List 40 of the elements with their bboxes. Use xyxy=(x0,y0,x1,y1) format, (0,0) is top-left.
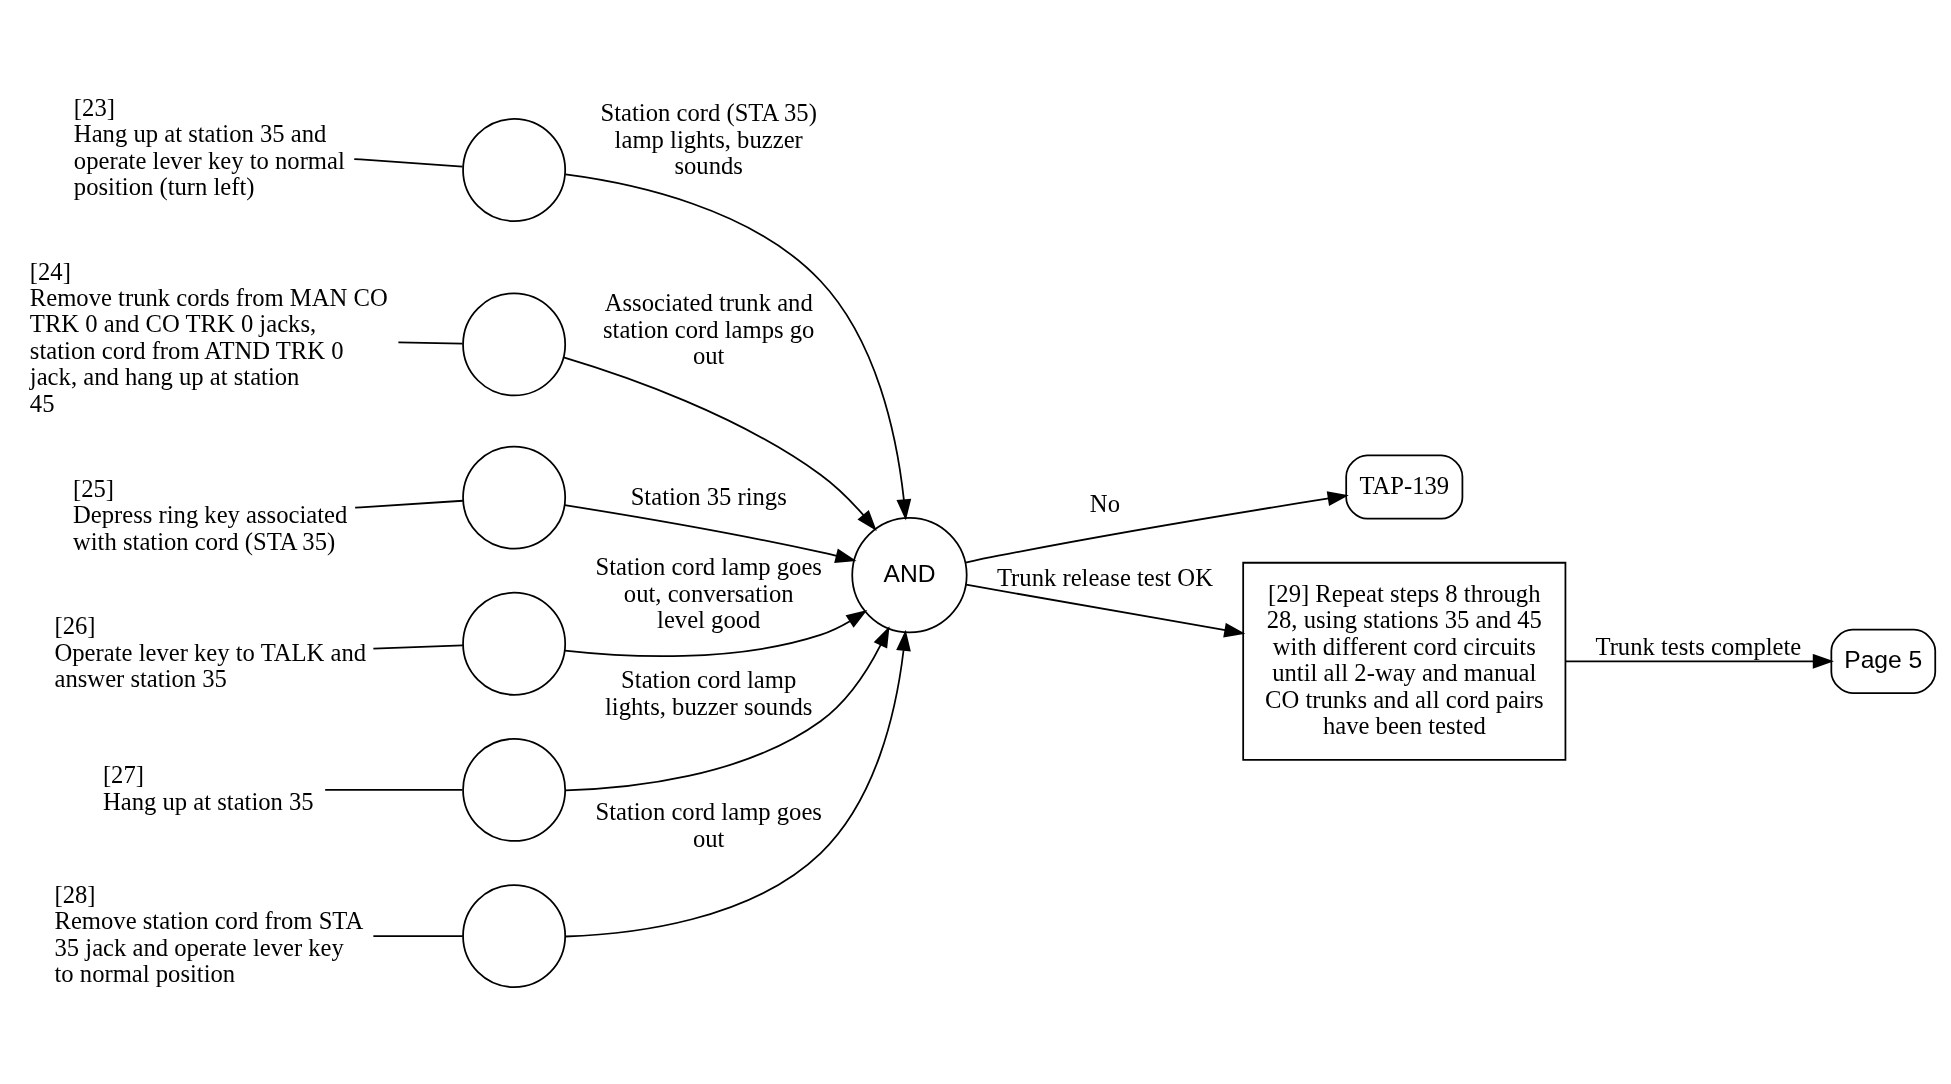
node-circle xyxy=(462,291,567,396)
node-text: [24] Remove trunk cords from MAN CO TRK 0 and CO TRK 0 jacks, station cord from ATND TRK 0 jack, and hang up at station 45 xyxy=(29,257,388,417)
node-text: [23] Hang up at station 35 and operate lever key to normal position (turn left) xyxy=(73,93,345,200)
node-circle xyxy=(462,445,567,550)
arrow xyxy=(964,490,1349,563)
node-circle: AND xyxy=(851,516,968,633)
node-circle xyxy=(462,117,567,222)
node-circle xyxy=(462,591,567,696)
node-text: [26] Operate lever key to TALK and answer station 35 xyxy=(54,611,367,692)
node-box: Page 5 xyxy=(1830,628,1937,694)
node-circle xyxy=(462,737,567,842)
node-text: [27] Hang up at station 35 xyxy=(102,760,314,815)
arrow xyxy=(965,583,1246,637)
edge-label: No xyxy=(1089,489,1120,517)
edge-label: Station cord lamp goes out xyxy=(595,797,822,852)
edge-label: Associated trunk and station cord lamps go out xyxy=(602,288,815,369)
arrow xyxy=(563,609,868,657)
arrow xyxy=(564,629,911,937)
connector xyxy=(324,788,464,791)
edge-label: Trunk tests complete xyxy=(1595,632,1802,660)
connector xyxy=(354,499,464,508)
edge-label: Station cord (STA 35) lamp lights, buzzer sounds xyxy=(600,98,817,179)
node-box: [29] Repeat steps 8 through 28, using stations 35 and 45 with different cord circuits until all 2-way and manual CO trunks and all cord pairs have been tested xyxy=(1242,561,1567,761)
arrow xyxy=(1564,653,1834,669)
node-text: [28] Remove station cord from STA 35 jack and operate lever key to normal position xyxy=(54,880,364,987)
edge-label: Station cord lamp lights, buzzer sounds xyxy=(605,665,813,720)
arrow xyxy=(564,173,912,520)
arrow xyxy=(564,625,890,791)
node-text: [25] Depress ring key associated with station cord (STA 35) xyxy=(72,474,348,555)
connector xyxy=(372,644,464,649)
node-circle xyxy=(462,883,567,988)
connector xyxy=(372,934,464,937)
edge-label: Trunk release test OK xyxy=(996,563,1213,591)
node-box: TAP-139 xyxy=(1345,453,1464,520)
arrow xyxy=(562,356,877,531)
connector xyxy=(353,157,464,167)
connector xyxy=(397,341,464,344)
arrow xyxy=(563,503,857,563)
edge-label: Station 35 rings xyxy=(630,482,787,510)
edge-label: Station cord lamp goes out, conversation level good xyxy=(595,552,822,633)
